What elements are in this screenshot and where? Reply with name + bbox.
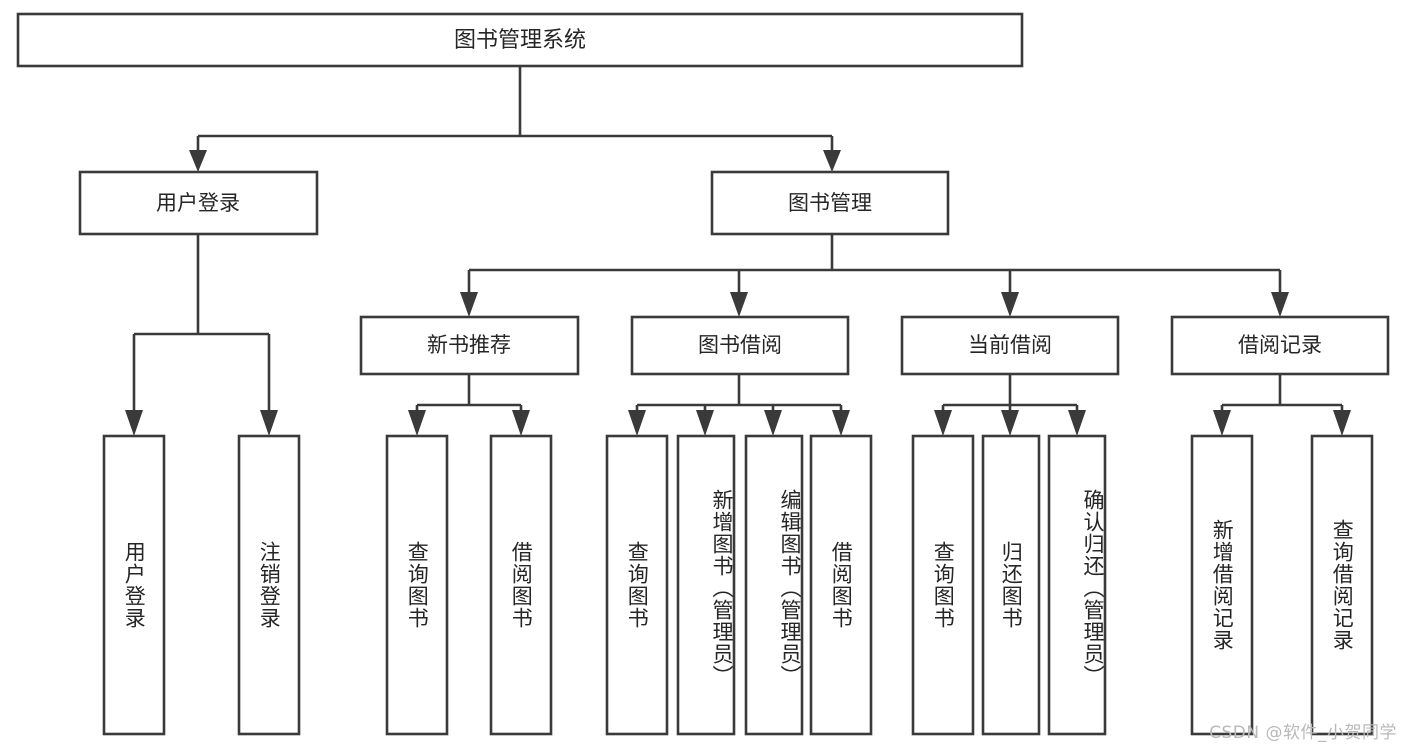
arrowhead-borrow-record xyxy=(1271,292,1289,317)
arrowhead-bb-borrow xyxy=(832,410,850,436)
node-label-book-management: 图书管理 xyxy=(788,191,872,215)
node-label-new-book-recommend: 新书推荐 xyxy=(427,333,511,357)
node-box-leaf-br-add-record[interactable] xyxy=(1190,434,1254,736)
node-box-leaf-cb-confirm-return[interactable] xyxy=(1047,434,1107,736)
arrowhead-new-book xyxy=(460,292,478,317)
node-box-book-borrow[interactable] xyxy=(630,315,850,376)
arrowhead-user-login xyxy=(189,150,207,172)
node-box-borrow-record[interactable] xyxy=(1170,315,1390,376)
arrowhead-book-mgmt xyxy=(823,150,841,172)
node-box-leaf-nb-query-book[interactable] xyxy=(385,434,449,736)
arrowhead-br-query xyxy=(1333,410,1351,436)
connector-group-book-mgmt xyxy=(460,234,1289,317)
watermark-text: CSDN @软件_小贺同学 xyxy=(1209,723,1397,743)
node-label-current-borrow: 当前借阅 xyxy=(968,333,1052,357)
node-box-leaf-bb-query-book[interactable] xyxy=(605,434,669,736)
arrowhead-cb-return xyxy=(1001,410,1019,436)
node-box-leaf-bb-add-book[interactable] xyxy=(676,434,736,736)
node-box-leaf-logout[interactable] xyxy=(237,434,301,736)
node-label-book-borrow: 图书借阅 xyxy=(698,333,782,357)
arrowhead-nb-query xyxy=(408,410,426,436)
node-box-current-borrow[interactable] xyxy=(900,315,1120,376)
node-box-leaf-nb-borrow-book[interactable] xyxy=(489,434,553,736)
node-box-new-book-recommend[interactable] xyxy=(359,315,580,376)
node-box-leaf-bb-borrow-book[interactable] xyxy=(809,434,873,736)
arrowhead-book-borrow xyxy=(730,292,748,317)
arrowhead-bb-add xyxy=(696,410,714,436)
arrowhead-nb-borrow xyxy=(512,410,530,436)
connector-group-current-borrow xyxy=(934,374,1086,436)
arrowhead-leaf-logout xyxy=(260,410,278,436)
arrowhead-cb-query xyxy=(934,410,952,436)
node-box-user-login[interactable] xyxy=(78,170,319,236)
connector-group-new-book xyxy=(408,374,530,436)
arrowhead-current-borrow xyxy=(1001,292,1019,317)
node-label-user-login: 用户登录 xyxy=(156,191,240,215)
arrowhead-leaf-user-login xyxy=(125,410,143,436)
node-label-root: 图书管理系统 xyxy=(454,28,586,53)
node-box-leaf-bb-edit-book[interactable] xyxy=(744,434,804,736)
node-box-leaf-cb-query-book[interactable] xyxy=(911,434,975,736)
node-box-leaf-cb-return-book[interactable] xyxy=(981,434,1041,736)
node-box-root[interactable] xyxy=(16,12,1024,68)
connector-group-borrow-record xyxy=(1213,374,1351,436)
connector-group-user-login xyxy=(125,234,278,436)
arrowhead-bb-query xyxy=(628,410,646,436)
arrowhead-br-add xyxy=(1213,410,1231,436)
node-box-leaf-user-login[interactable] xyxy=(102,434,166,736)
arrowhead-bb-edit xyxy=(764,410,782,436)
arrowhead-cb-confirm xyxy=(1068,410,1086,436)
connector-group-book-borrow xyxy=(628,374,850,436)
node-label-borrow-record: 借阅记录 xyxy=(1238,333,1322,357)
node-box-book-management[interactable] xyxy=(710,170,950,236)
connector-group-root xyxy=(189,66,841,172)
node-box-leaf-br-query-record[interactable] xyxy=(1310,434,1374,736)
